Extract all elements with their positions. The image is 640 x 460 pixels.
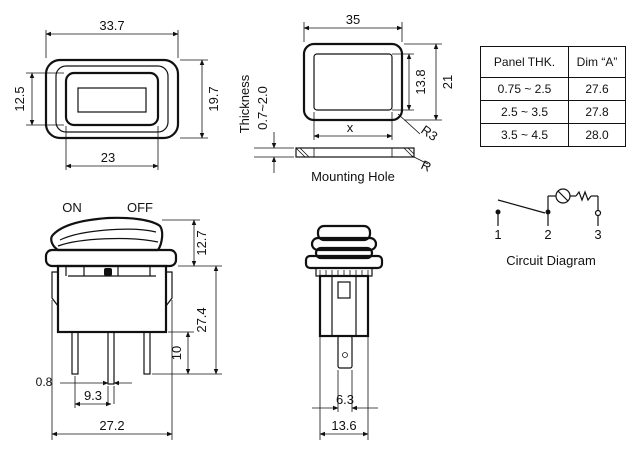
thickness-label: Thickness [237,74,252,133]
panel-cutout-inner [313,53,393,111]
end-terminal [337,335,353,369]
mounting-hole-caption: Mounting Hole [311,169,395,184]
dim-side-width: 27.2 [99,418,124,433]
dim-hole-width: 35 [346,12,360,27]
resistor-symbol [575,190,592,202]
end-latch [337,281,351,299]
switch-bezel-outline [44,58,180,140]
terminal-pin-2 [107,331,115,385]
table-cell-thk: 2.5 ~ 3.5 [480,100,569,124]
terminal-2-label: 2 [544,227,551,242]
terminal-3-dot [594,209,602,217]
label-off: OFF [127,200,153,215]
terminal-1-label: 1 [494,227,501,242]
table-cell-thk: 0.75 ~ 2.5 [480,77,569,101]
end-cap-top [316,224,372,242]
table-row: 2.5 ~ 3.5 27.8 [480,100,626,124]
radius-r3-label: R3 [418,122,440,144]
table-header-dim-a: Dim “A” [568,46,626,78]
dim-hole-x: x [347,120,354,135]
dim-end-terminal-width: 6.3 [336,392,354,407]
table-header-row: Panel THK. Dim “A” [480,46,626,78]
table-row: 0.75 ~ 2.5 27.6 [480,77,626,101]
switch-bezel-inner [55,65,169,133]
circuit-caption: Circuit Diagram [506,253,596,268]
panel-cutout-outer [302,42,404,122]
table-header-panel-thk: Panel THK. [480,46,569,78]
radius-r-label: R [419,157,434,175]
dim-front-inner-height: 12.5 [12,86,27,111]
end-cap-rib-1 [310,236,378,252]
dim-front-height: 19.7 [206,86,221,111]
side-flange [44,248,178,268]
front-view: 33.7 19.7 12.5 23 [12,18,221,170]
table-cell-dim: 27.8 [568,100,626,124]
side-view: ON OFF 12.7 27.4 10 [36,200,222,440]
dim-hole-inner: 13.8 [413,69,428,94]
panel-thickness-table: Panel THK. Dim “A” 0.75 ~ 2.5 27.6 2.5 ~… [480,46,626,147]
panel-section [295,147,415,158]
pivot-mark [104,268,112,276]
dim-side-top: 12.7 [194,230,209,255]
dim-side-terminal: 10 [169,346,184,360]
rocker-cap [50,216,164,252]
table-row: 3.5 ~ 4.5 28.0 [480,123,626,147]
dim-side-body: 27.4 [194,307,209,332]
mounting-hole-view: 35 13.8 21 x R3 R Thickness 0.7~ [237,12,455,184]
end-view: 6.3 13.6 [304,224,384,440]
table-cell-dim: 28.0 [568,123,626,147]
circuit-diagram: 1 2 3 Circuit Diagram [494,188,602,268]
dim-pin-pitch: 9.3 [84,388,102,403]
table-cell-thk: 3.5 ~ 4.5 [480,123,569,147]
rocker-outline [64,71,160,127]
table-cell-dim: 27.6 [568,77,626,101]
terminal-pin-1 [71,331,79,375]
dim-end-width: 13.6 [331,418,356,433]
dim-hole-height: 21 [440,75,455,89]
lamp-window [77,87,147,113]
dim-pin-thickness: 0.8 [36,375,53,389]
dim-front-width: 33.7 [99,18,124,33]
dim-front-inner-width: 23 [101,150,115,165]
terminal-pin-3 [143,331,151,375]
end-body [318,274,370,338]
thickness-range: 0.7~2.0 [255,86,270,130]
end-cap-rib-2 [314,246,374,260]
terminal-3-label: 3 [594,227,601,242]
switch-contact-arm [497,199,546,214]
label-on: ON [62,200,82,215]
